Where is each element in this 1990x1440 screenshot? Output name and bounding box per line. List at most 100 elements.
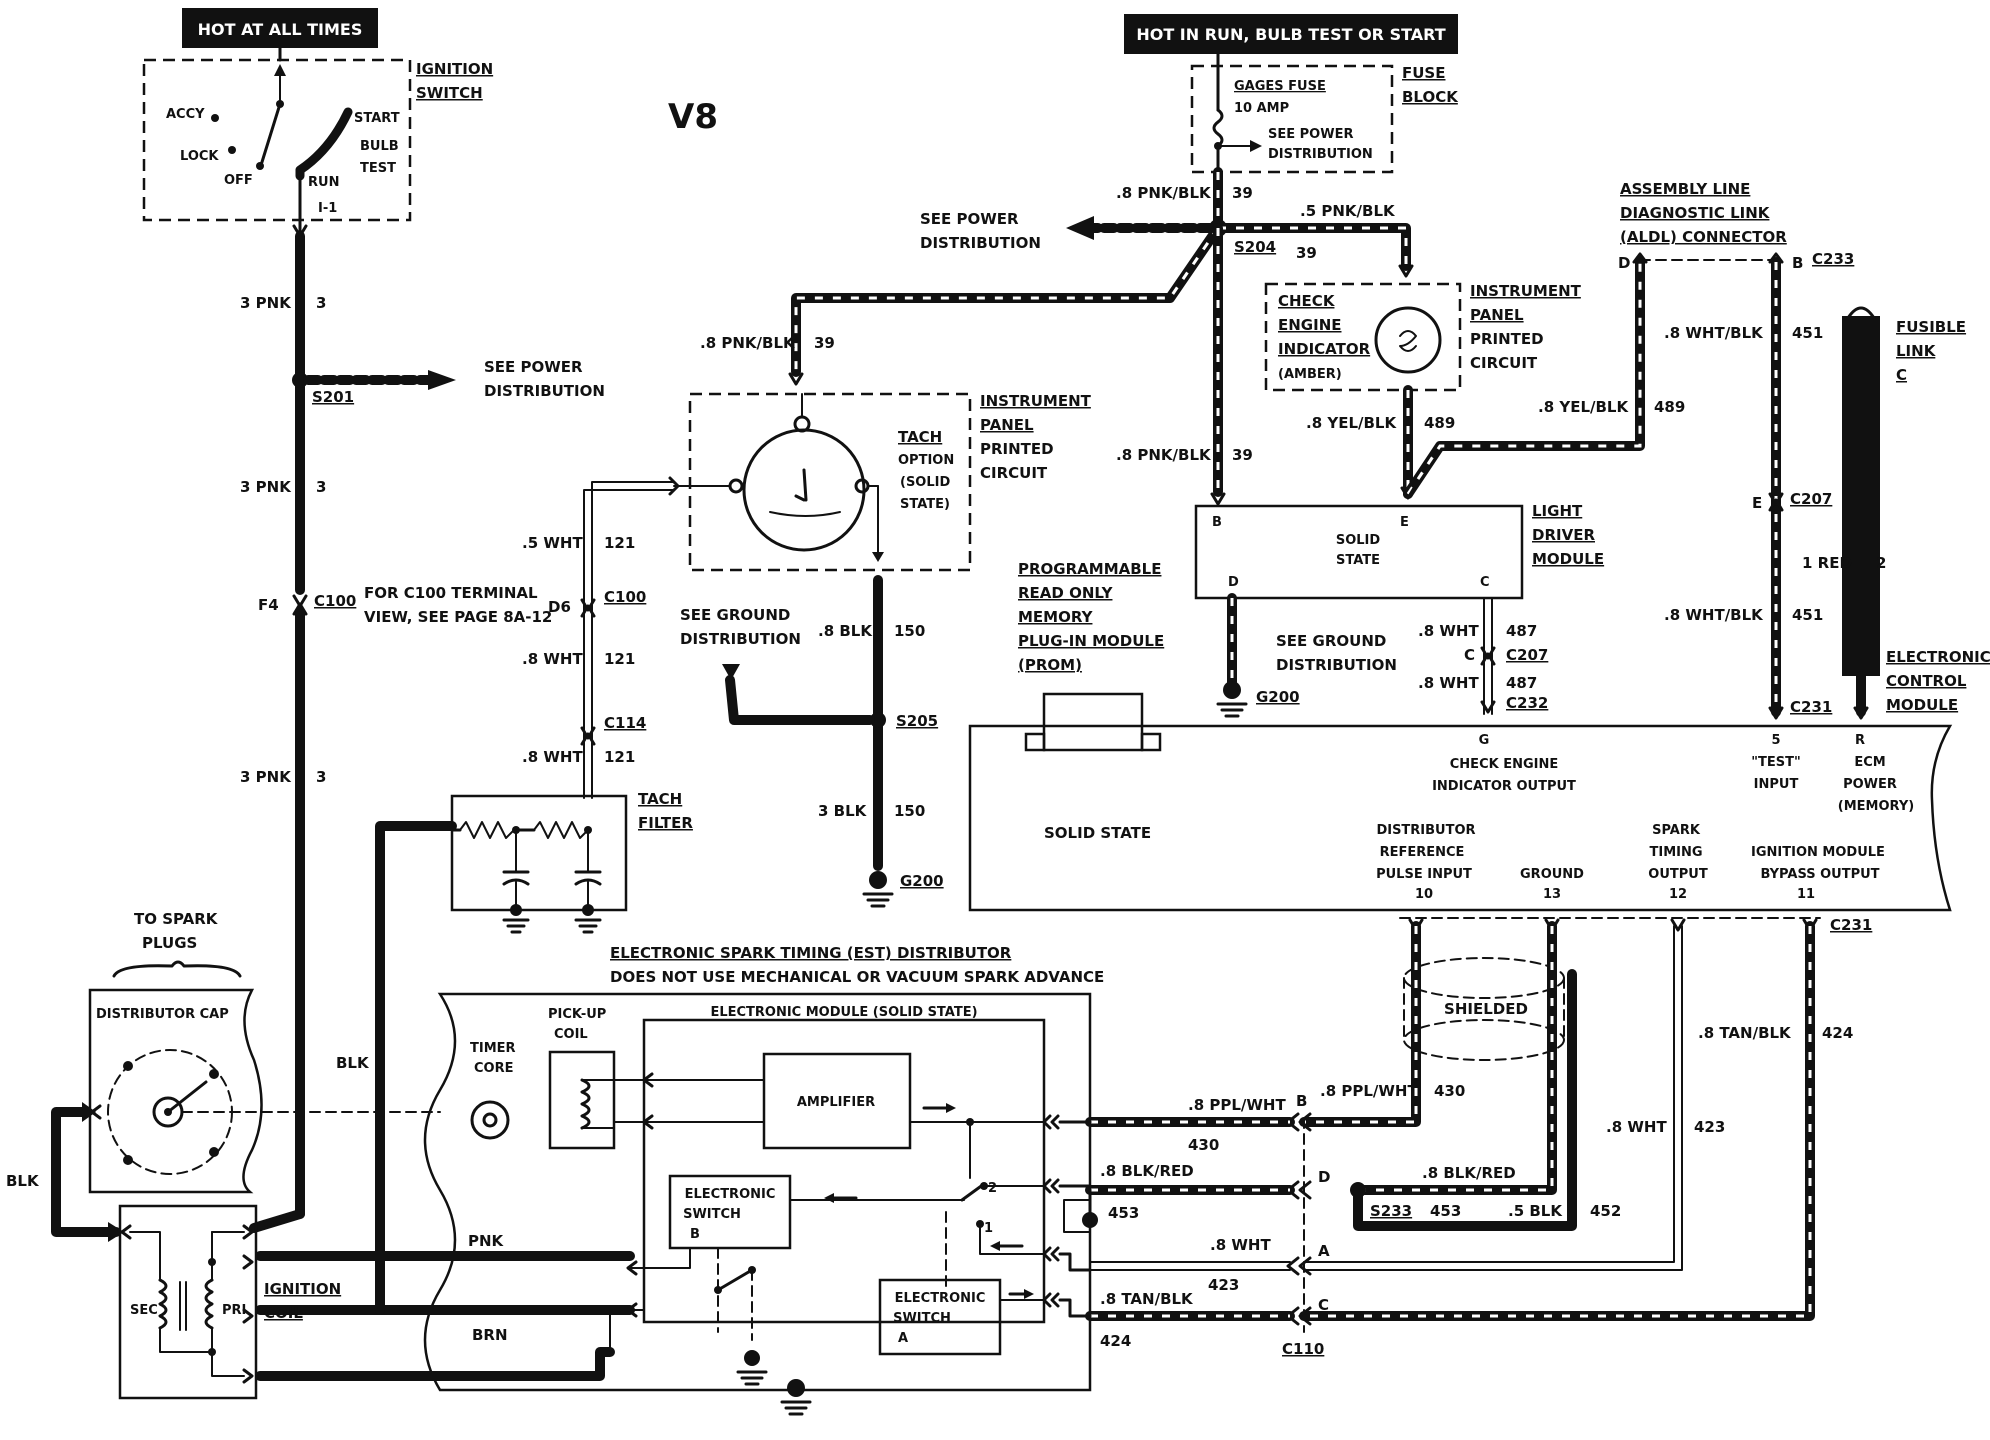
ip-circuit-left-2: PANEL — [980, 416, 1034, 434]
wire-yelblk-label-a: .8 YEL/BLK — [1306, 414, 1397, 432]
ecm-r-label-2: POWER — [1843, 777, 1897, 792]
wire-blkred-ckt-b: 453 — [1430, 1202, 1461, 1220]
power-dist-right-2: DISTRIBUTION — [920, 234, 1041, 252]
ecm-solid-state: SOLID STATE — [1044, 824, 1151, 842]
wire-489-yel-blk: .8 YEL/BLK 489 .8 YEL/BLK 489 — [1306, 252, 1685, 500]
wire-pnkblk-label-5: .5 PNK/BLK — [1300, 202, 1396, 220]
est-distributor: ELECTRONIC SPARK TIMING (EST) DISTRIBUTO… — [423, 944, 1104, 1416]
spark-plugs-label-1: TO SPARK — [134, 910, 219, 928]
tach-gauge: TACH OPTION (SOLID STATE) INSTRUMENT PAN… — [673, 392, 1092, 572]
ecm-g-label-1: CHECK ENGINE — [1450, 757, 1558, 772]
wire-tanblk-label-b: .8 TAN/BLK — [1698, 1024, 1792, 1042]
esw-b-label-1: ELECTRONIC — [685, 1187, 776, 1202]
pickup-coil-label-1: PICK-UP — [548, 1007, 606, 1022]
fuse-see-power-2: DISTRIBUTION — [1268, 147, 1373, 162]
timer-core-icon — [470, 1100, 510, 1140]
esw-b-label-3: B — [690, 1227, 700, 1242]
c110-harness: B D A C C110 .8 PPL/WHT 430 .8 BLK/RED 4… — [1082, 1092, 1330, 1358]
splice-s201: S201 — [312, 388, 354, 406]
fuse-block: GAGES FUSE 10 AMP SEE POWER DISTRIBUTION… — [1190, 52, 1459, 228]
ecm-label-2: CONTROL — [1886, 672, 1967, 690]
tach-filter-label-1: TACH — [638, 790, 682, 808]
wire-pnk-ckt-c: 3 — [316, 768, 326, 786]
wire-pplwht-ckt-a: 430 — [1188, 1136, 1219, 1154]
wire-487-label-a: .8 WHT — [1418, 622, 1479, 640]
splice-s233: S233 — [1370, 1202, 1412, 1220]
coil-pri-label: PRI — [222, 1303, 246, 1318]
switch-lock-label: LOCK — [180, 149, 219, 164]
banner-hot-at-all-times-text: HOT AT ALL TIMES — [198, 20, 363, 39]
ip-circuit-right-1: INSTRUMENT — [1470, 282, 1582, 300]
wire-pnk-ckt-a: 3 — [316, 294, 326, 312]
tach-filter-label-2: FILTER — [638, 814, 693, 832]
tach-label-2: OPTION — [898, 453, 954, 468]
wire-yelblk-label-b: .8 YEL/BLK — [1538, 398, 1629, 416]
ip-circuit-right-3: PRINTED — [1470, 330, 1544, 348]
aldl-label-2: DIAGNOSTIC LINK — [1620, 204, 1771, 222]
prom-label-2: READ ONLY — [1018, 584, 1114, 602]
aldl-connector: ASSEMBLY LINE DIAGNOSTIC LINK (ALDL) CON… — [1618, 180, 1854, 272]
ldm-pin-c: C — [1480, 575, 1490, 590]
prom-label-4: PLUG-IN MODULE — [1018, 632, 1164, 650]
aldl-label-1: ASSEMBLY LINE — [1620, 180, 1750, 198]
connector-c231-bottom: C231 — [1830, 916, 1872, 934]
wire-487-ckt-a: 487 — [1506, 622, 1537, 640]
connector-c100-left: C100 — [314, 592, 356, 610]
wire-blkred-ckt-a: 453 — [1108, 1204, 1139, 1222]
ecm-bypass-label-2: BYPASS OUTPUT — [1760, 867, 1879, 882]
ecm-r-pin: R — [1855, 733, 1865, 748]
wire-whtblk-label-b: .8 WHT/BLK — [1664, 606, 1764, 624]
tach-label-4: STATE) — [900, 497, 950, 512]
see-gnd-right-2: DISTRIBUTION — [1276, 656, 1397, 674]
fuse-block-label-2: BLOCK — [1402, 88, 1459, 106]
wire-121-wht: .5 WHT 121 D6 C100 .8 WHT 121 C114 .8 WH… — [522, 476, 680, 799]
amplifier-label: AMPLIFIER — [797, 1095, 875, 1110]
aldl-pin-d: D — [1618, 254, 1630, 272]
distributor-cap: DISTRIBUTOR CAP TO SPARK PLUGS BLK — [6, 910, 441, 1242]
coil-leads: BLK PNK BRN — [255, 821, 635, 1381]
switch-bulb-label: BULB — [360, 139, 399, 154]
wire-pnkblk-ckt-c: 39 — [814, 334, 835, 352]
wire-blk5-ckt: 452 — [1590, 1202, 1621, 1220]
check-engine-label-2: ENGINE — [1278, 316, 1342, 334]
ip-circuit-right-4: CIRCUIT — [1470, 354, 1538, 372]
wire-pplwht-label-a: .8 PPL/WHT — [1188, 1096, 1286, 1114]
ldm-label-3: MODULE — [1532, 550, 1604, 568]
wire-blk-side-label: BLK — [6, 1172, 40, 1190]
wire-red-ckt: 2 — [1876, 554, 1886, 572]
wire-wht-ckt-a: 121 — [604, 534, 635, 552]
ecm-dist-pin: 10 — [1415, 887, 1433, 902]
ecm-dist-label-2: REFERENCE — [1380, 845, 1465, 860]
connector-d6: D6 — [548, 598, 571, 616]
ecm-spark-label-2: TIMING — [1649, 845, 1702, 860]
ip-circuit-left-4: CIRCUIT — [980, 464, 1048, 482]
banner-hot-in-run: HOT IN RUN, BULB TEST OR START — [1124, 14, 1458, 54]
wire-wht-label-c: .8 WHT — [522, 748, 583, 766]
wire-pnkblk-ckt-a: 39 — [1232, 184, 1253, 202]
wire-wht423-label-a: .8 WHT — [1210, 1236, 1271, 1254]
fuse-block-label-1: FUSE — [1402, 64, 1445, 82]
ip-circuit-left-1: INSTRUMENT — [980, 392, 1092, 410]
timer-core-label-2: CORE — [474, 1061, 513, 1076]
c207-pin-e: E — [1752, 494, 1762, 512]
connector-c231-top: C231 — [1790, 698, 1832, 716]
wire-150-blk: SEE GROUND DISTRIBUTION .8 BLK 150 S205 … — [680, 575, 944, 908]
wire-whtblk-label-a: .8 WHT/BLK — [1664, 324, 1764, 342]
ecm-spark-label-1: SPARK — [1652, 823, 1701, 838]
ignition-switch-label-1: IGNITION — [416, 60, 493, 78]
bottom-harness: C231 SHIELDED .8 PPL/WHT 430 .8 BLK/RED … — [1299, 916, 1872, 1321]
wire-39-pnk-blk: .8 PNK/BLK 39 .5 PNK/BLK 39 S204 SEE POW… — [700, 167, 1414, 506]
ldm-pin-d: D — [1228, 575, 1239, 590]
see-power-dist-1: SEE POWER — [484, 358, 583, 376]
fusible-link: FUSIBLE LINK C 1 RED 2 — [1802, 306, 1966, 720]
ip-circuit-left-3: PRINTED — [980, 440, 1054, 458]
ecm-bypass-pin: 11 — [1797, 887, 1815, 902]
ecm-g-pin: G — [1479, 733, 1490, 748]
wire-brn-label: BRN — [472, 1326, 508, 1344]
splice-s204: S204 — [1234, 238, 1276, 256]
wire-yelblk-ckt-a: 489 — [1424, 414, 1455, 432]
wire-pnkblk-ckt-b: 39 — [1296, 244, 1317, 262]
wire-whtblk-ckt-a: 451 — [1792, 324, 1823, 342]
wire-pnk-ckt-b: 3 — [316, 478, 326, 496]
ldm-pin-e: E — [1400, 515, 1409, 530]
